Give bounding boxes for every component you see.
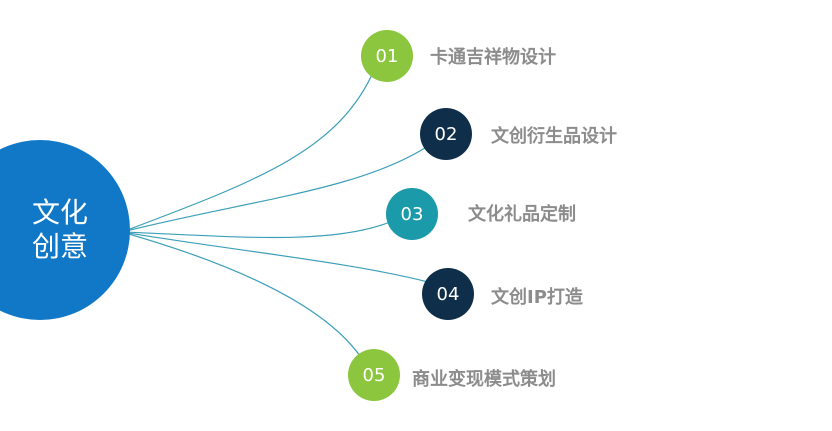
central-hub-circle: 文化创意: [0, 140, 130, 320]
node-label-01: 卡通吉祥物设计: [430, 47, 556, 68]
connector-line-03: [121, 221, 391, 239]
node-circle-01: 01: [361, 30, 413, 82]
node-label-04: 文创IP打造: [491, 287, 583, 308]
node-number-03: 03: [400, 203, 424, 225]
node-number-04: 04: [436, 283, 460, 305]
node-circle-03: 03: [386, 188, 438, 240]
connector-line-01: [121, 67, 376, 233]
connector-line-02: [121, 145, 429, 233]
connector-line-04: [121, 231, 429, 283]
node-label-05: 商业变现模式策划: [412, 369, 556, 390]
node-number-01: 01: [375, 45, 399, 67]
node-label-03: 文化礼品定制: [468, 204, 576, 225]
node-circle-02: 02: [420, 108, 472, 160]
node-number-05: 05: [362, 364, 386, 386]
node-number-02: 02: [434, 123, 458, 145]
node-circle-05: 05: [348, 349, 400, 401]
connector-line-05: [121, 231, 361, 357]
node-circle-04: 04: [422, 268, 474, 320]
hub-label: 文化创意: [31, 196, 88, 263]
node-label-02: 文创衍生品设计: [491, 126, 617, 147]
